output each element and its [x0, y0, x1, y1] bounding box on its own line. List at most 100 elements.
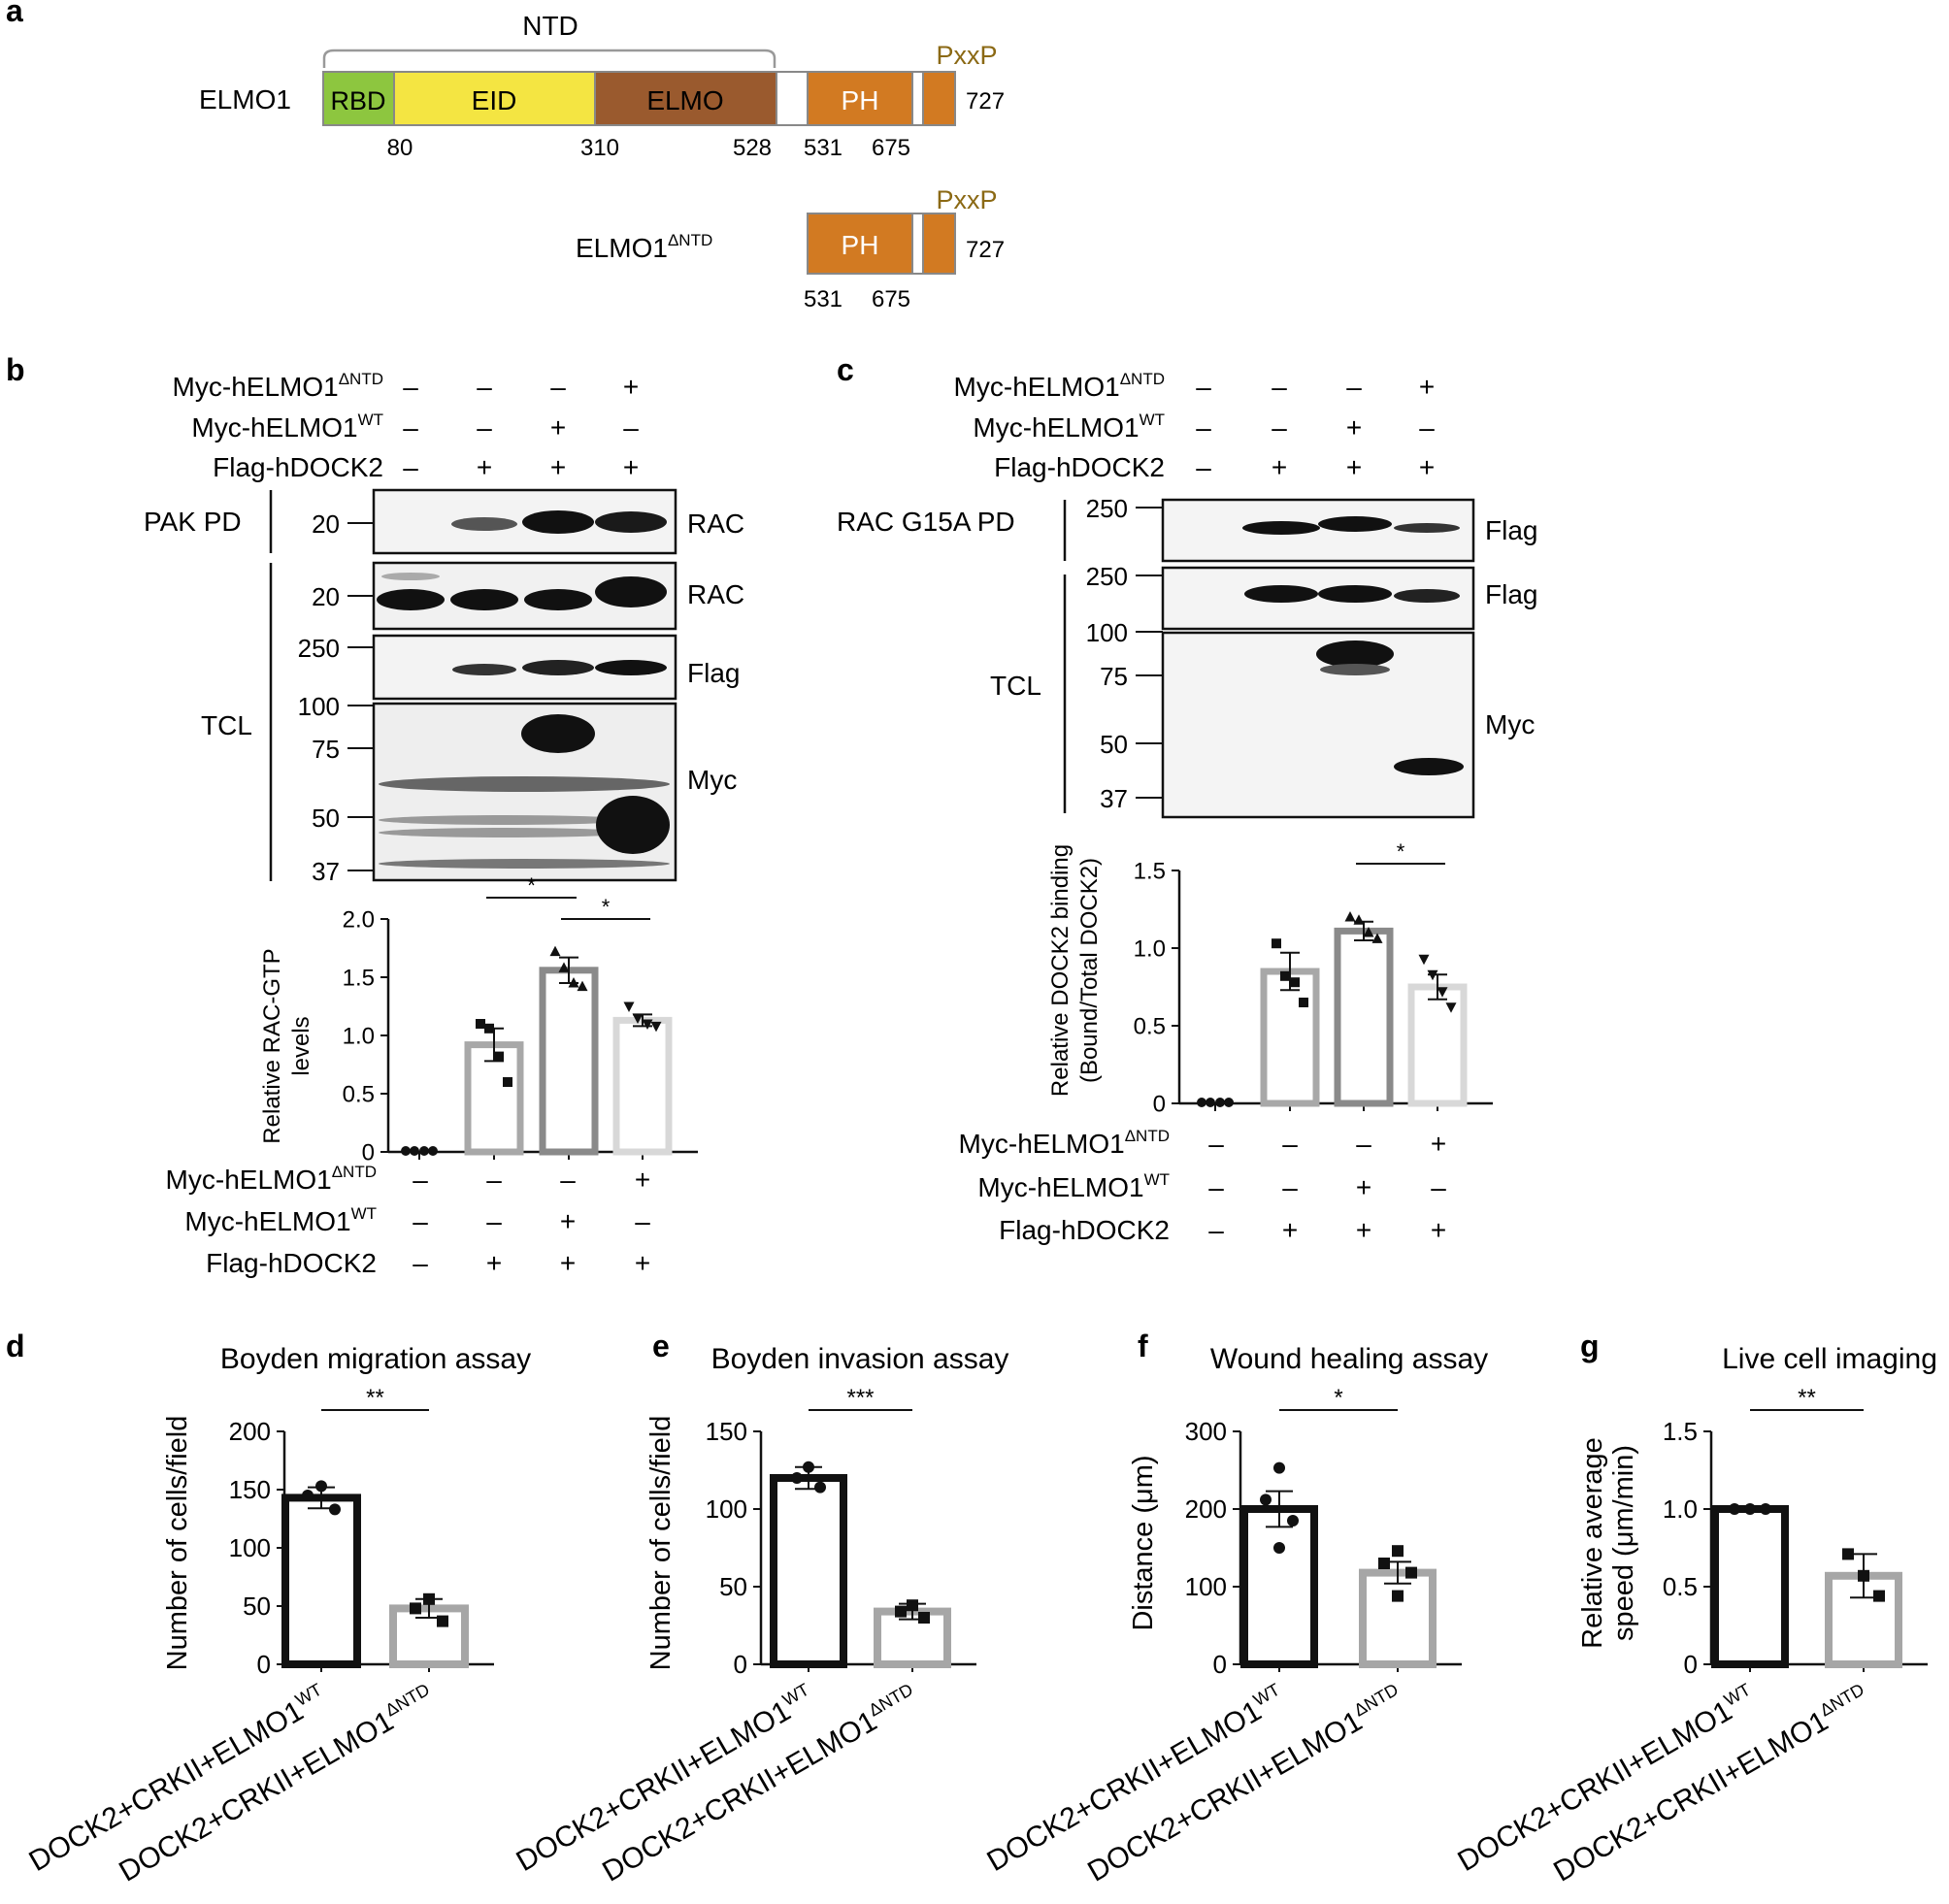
chart-e: 050100150DOCK2+CRKII+ELMO1WTDOCK2+CRKII+… — [512, 1385, 976, 1888]
chart-d-point — [302, 1490, 314, 1501]
chart-b-point — [642, 1019, 653, 1030]
c-row1-label: Myc-hELMO1ΔNTD — [954, 370, 1165, 402]
chart-g-point — [1858, 1569, 1869, 1582]
chart-e-ytick-label: 50 — [719, 1572, 747, 1601]
c-myc-band-dntd — [1394, 758, 1464, 775]
chart-b-bar — [612, 1016, 673, 1156]
b-blot-rac — [372, 561, 677, 631]
chart-c-ytick-label: 0 — [1153, 1091, 1166, 1117]
chart-b-point — [623, 1001, 635, 1012]
pxxp-region — [922, 71, 956, 126]
b-mw-rac2: 20 — [312, 582, 340, 611]
chart-b: 00.51.01.52.0** — [343, 873, 698, 1165]
c-bot-row1-text: Myc-hELMO1 — [959, 1129, 1125, 1159]
b-row1-text: Myc-hELMO1 — [173, 372, 339, 402]
c-bot-r3-c3: + — [1356, 1215, 1371, 1245]
b-row2-sup: WT — [358, 410, 383, 429]
chart-g-ytick-label: 1.0 — [1663, 1494, 1698, 1524]
chart-b-point — [549, 945, 561, 957]
chart-d-ytick-label: 0 — [257, 1650, 271, 1679]
chart-b-point — [476, 1019, 485, 1029]
chart-b-point — [401, 1146, 411, 1156]
chart-g-bar — [1711, 1505, 1789, 1668]
b-bot-r3-c4: + — [635, 1248, 650, 1278]
c-bot-values: – – – + – – + – – + + + — [1208, 1129, 1446, 1245]
c-bot-row2-text: Myc-hELMO1 — [977, 1172, 1143, 1202]
chart-d-point — [315, 1480, 327, 1493]
b-rac-band-2 — [450, 589, 518, 610]
panel-letter-b: b — [6, 352, 25, 387]
chart-d-bar — [281, 1494, 361, 1669]
c-bot-r3-c2: + — [1282, 1215, 1298, 1245]
c-mw-250b: 250 — [1086, 562, 1128, 591]
b-bot-r3-c2: + — [486, 1248, 502, 1278]
c-pd-band-4 — [1394, 523, 1460, 533]
chart-c-sig-label: * — [1397, 839, 1405, 864]
b-bot-r2-c2: – — [486, 1206, 502, 1236]
b-flag-band-2 — [452, 664, 516, 675]
chart-e-ytick-label: 0 — [734, 1650, 747, 1679]
b-bot-row2-sup: WT — [351, 1204, 377, 1223]
panel-letter-a: a — [6, 0, 23, 28]
f-title: Wound healing assay — [1210, 1343, 1488, 1375]
c-mw-ticks — [1136, 507, 1163, 799]
chart-g-ytick-label: 1.5 — [1663, 1417, 1698, 1446]
chart-e-point — [895, 1605, 907, 1618]
c-row2-label: Myc-hELMO1WT — [973, 410, 1165, 443]
chart-b-point — [577, 980, 588, 992]
c-r3-c4: + — [1419, 452, 1435, 482]
b-blot-myc — [372, 702, 677, 882]
b-rac-label-2: RAC — [687, 579, 744, 609]
c-bot-r2-c1: – — [1208, 1172, 1224, 1202]
chart-c-point — [1224, 1098, 1234, 1107]
chart-c-point — [1206, 1098, 1215, 1107]
panel-letter-f: f — [1138, 1329, 1148, 1363]
chart-f-point — [1260, 1494, 1272, 1506]
panel-c: c Myc-hELMO1ΔNTD Myc-hELMO1WT Flag-hDOCK… — [837, 352, 1537, 1245]
c-bot-r2-c2: – — [1282, 1172, 1298, 1202]
c-r1-c4: + — [1419, 372, 1435, 402]
b-mw-100: 100 — [298, 692, 340, 721]
b-row1-label: Myc-hELMO1ΔNTD — [173, 370, 383, 402]
chart-g: 00.51.01.5DOCK2+CRKII+ELMO1WTDOCK2+CRKII… — [1453, 1385, 1928, 1888]
chart-f-xtick-label-sup: ΔNTD — [1351, 1680, 1402, 1721]
panel-f: f Wound healing assay Distance (μm) 0100… — [982, 1329, 1489, 1888]
panel-letter-c: c — [837, 352, 854, 387]
c-ylabel-2: (Bound/Total DOCK2) — [1076, 858, 1103, 1083]
b-r2-c2: – — [477, 412, 492, 443]
chart-b-point — [419, 1146, 429, 1156]
chart-e-point — [791, 1472, 803, 1484]
panel-b: b Myc-hELMO1ΔNTD Myc-hELMO1WT Flag-hDOCK… — [6, 352, 744, 1278]
panel-e: e Boyden invasion assay Number of cells/… — [512, 1329, 1009, 1888]
chart-c-point — [1272, 938, 1281, 949]
b-myc-band-wt — [521, 714, 595, 753]
chart-b-point — [428, 1146, 438, 1156]
b-myc-bg-3 — [379, 828, 631, 837]
panel-letter-d: d — [6, 1329, 25, 1363]
chart-c-point — [1418, 954, 1430, 966]
c-row3-label: Flag-hDOCK2 — [994, 452, 1165, 482]
chart-g-point — [1842, 1548, 1854, 1560]
chart-f-point — [1392, 1590, 1404, 1602]
b-rac-band-4 — [595, 576, 667, 607]
pxxp-label-2: PxxP — [936, 185, 997, 214]
c-bot-r2-c3: + — [1356, 1172, 1371, 1202]
pos-80: 80 — [387, 135, 413, 161]
b-r3-c2: + — [477, 452, 492, 482]
chart-c-ytick-label: 1.0 — [1134, 936, 1166, 962]
b-bot-r3-c3: + — [560, 1248, 576, 1278]
b-bot-row1-text: Myc-hELMO1 — [166, 1165, 332, 1195]
b-r3-c3: + — [550, 452, 566, 482]
c-r2-c4: – — [1419, 412, 1435, 443]
b-rac-band-1 — [377, 589, 445, 610]
chart-b-point — [632, 1013, 644, 1024]
chart-f-point — [1273, 1461, 1285, 1474]
chart-f-point — [1287, 1515, 1299, 1526]
b-rac-band-3 — [524, 589, 592, 610]
b-bot-row1-sup: ΔNTD — [332, 1163, 377, 1181]
c-bot-row1-label: Myc-hELMO1ΔNTD — [959, 1127, 1170, 1159]
c-pd-band-3 — [1318, 516, 1392, 532]
ph-domain-trunc — [807, 213, 913, 275]
chart-f-ytick-label: 100 — [1185, 1572, 1227, 1601]
c-bot-row3-label: Flag-hDOCK2 — [999, 1215, 1170, 1245]
